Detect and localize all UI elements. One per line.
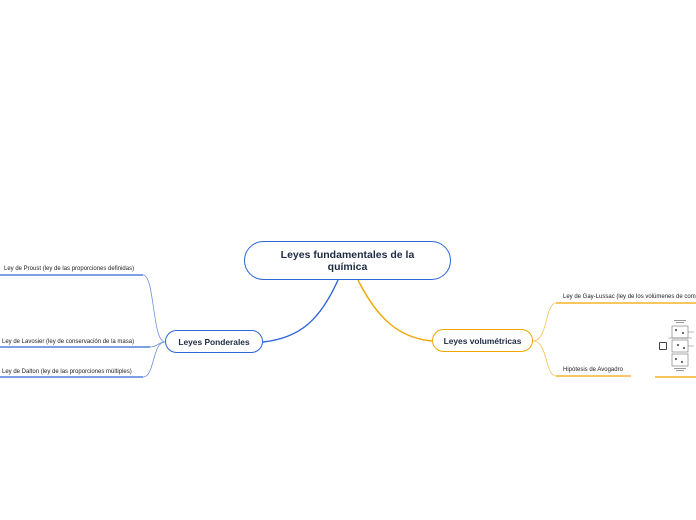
connector-root-volumetricas: [357, 279, 433, 342]
branch-leyes-ponderales[interactable]: Leyes Ponderales: [165, 330, 263, 353]
subtopic-ley-de-gay-lussac[interactable]: Ley de Gay-Lussac (ley de los volúmenes …: [563, 294, 696, 300]
subtopic-ley-de-lavoisier[interactable]: Ley de Lavosier (ley de conservación de …: [2, 339, 135, 345]
checkbox-icon[interactable]: [659, 342, 667, 350]
connector-volumetricas-gay: [532, 302, 557, 342]
volume-diagram-image: [668, 325, 694, 367]
subtopic-ley-de-proust[interactable]: Ley de Proust (ley de las proporciones d…: [4, 266, 135, 272]
branch-leyes-ponderales-label: Leyes Ponderales: [178, 336, 250, 347]
branch-leyes-volumetricas[interactable]: Leyes volumétricas: [432, 329, 533, 352]
connector-ponderales-proust: [142, 274, 166, 343]
subtopic-ley-de-dalton[interactable]: Ley de Dalton (ley de las proporciones m…: [2, 369, 132, 375]
connector-ponderales-dalton: [142, 341, 166, 378]
central-topic-label: Leyes fundamentales de la química: [280, 248, 415, 273]
branch-leyes-volumetricas-label: Leyes volumétricas: [443, 335, 522, 346]
subtopic-hipotesis-de-avogadro[interactable]: Hipótesis de Avogadro: [563, 367, 623, 373]
central-topic[interactable]: Leyes fundamentales de la química: [244, 241, 451, 280]
connector-root-ponderales: [262, 279, 339, 343]
connector-volumetricas-avogadro: [532, 340, 557, 377]
